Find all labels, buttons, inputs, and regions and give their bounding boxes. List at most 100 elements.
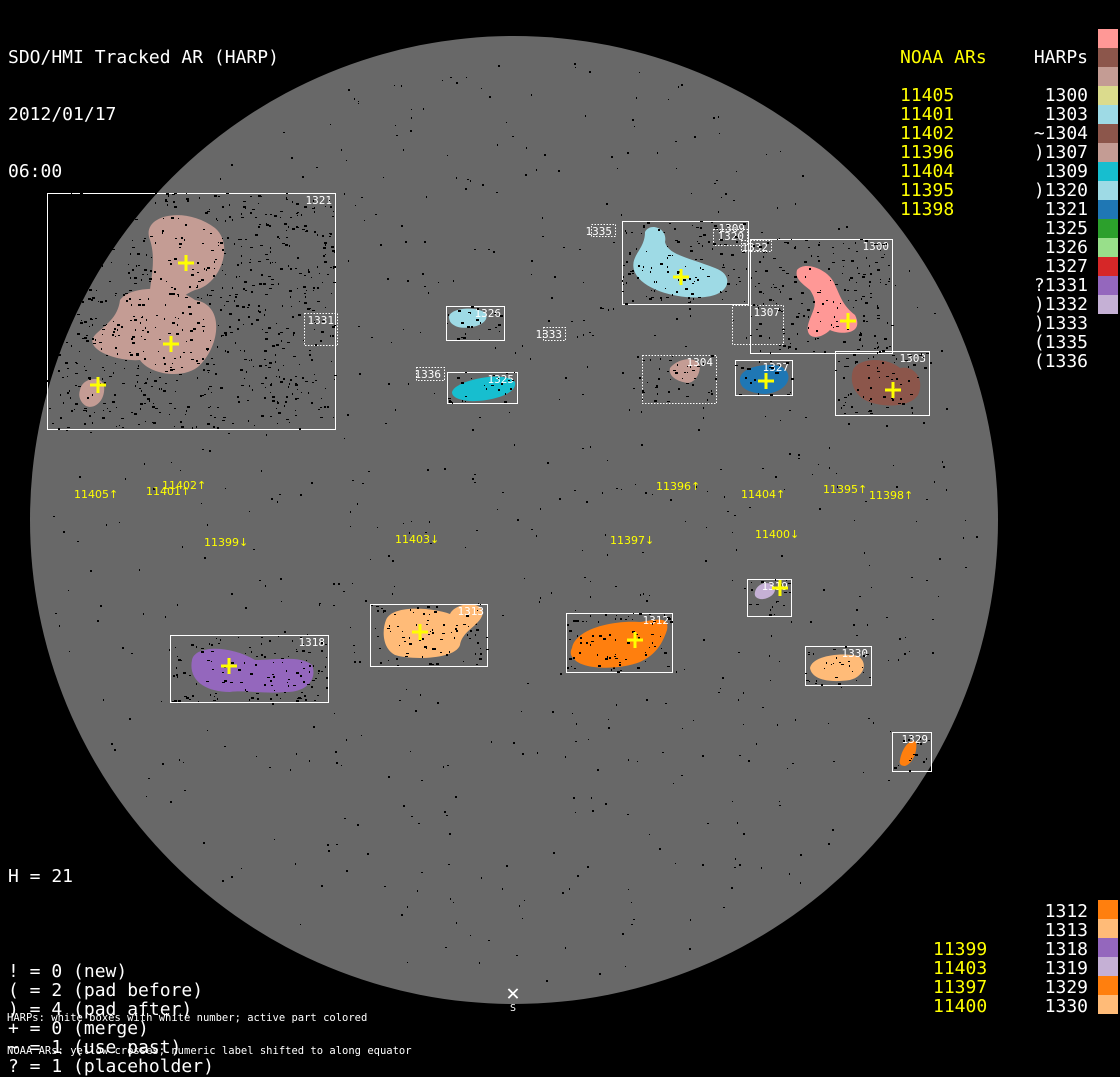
harps-header: HARPs <box>1033 47 1088 68</box>
noaa-cross-icon <box>673 269 689 285</box>
stats-line: ! = 0 (new) <box>8 961 128 982</box>
noaa-header: NOAA ARs <box>900 47 987 68</box>
noaa-cross-icon <box>178 255 194 271</box>
harp-box-label: 1326 <box>475 307 502 320</box>
harp-count: H = 21 <box>8 866 74 887</box>
noaa-equator-label: 11396↑ <box>656 480 700 493</box>
harp-box-label: 1327 <box>763 361 790 374</box>
harp-active-area <box>851 359 921 406</box>
noaa-legend-item <box>933 921 987 940</box>
harp-color-swatch <box>1098 900 1118 919</box>
harp-color-swatch <box>1098 257 1118 276</box>
harp-swatches-bottom <box>1098 900 1118 1014</box>
noaa-equator-label: 11400↓ <box>755 528 799 541</box>
harp-box-label: 1336 <box>415 368 442 381</box>
harp-box-label: 1309 <box>719 222 746 235</box>
noaa-legend-item: 11402 <box>900 123 955 144</box>
harp-region-1313[interactable]: 1313 <box>370 604 488 667</box>
harp-box-label: 1303 <box>900 352 927 365</box>
harp-box-label: 1330 <box>842 647 869 660</box>
harp-legend-item: 1327 <box>1044 256 1088 277</box>
harp-legend-item: )1320 <box>1033 180 1088 201</box>
noaa-cross-icon <box>772 580 788 596</box>
harp-legend-item: (1336 <box>1033 351 1088 372</box>
harp-legend-item: (1335 <box>1033 332 1088 353</box>
harp-region-1331[interactable]: 1331 <box>304 313 338 346</box>
harp-region-1309[interactable]: 1309 <box>622 221 749 305</box>
harp-legend-item: )1333 <box>1033 313 1088 334</box>
noaa-legend-item: 11397 <box>933 977 988 998</box>
harp-box <box>713 229 748 246</box>
harp-active-area <box>810 654 864 682</box>
harp-color-swatch <box>1098 957 1118 976</box>
noaa-equator-label: 11395↑ <box>823 483 867 496</box>
harp-box-label: 1321 <box>306 194 333 207</box>
harp-box-label: 1331 <box>308 314 335 327</box>
harp-legend-item: 1309 <box>1044 161 1088 182</box>
harp-color-swatch <box>1098 48 1118 67</box>
date: 2012/01/17 <box>8 104 117 125</box>
noaa-legend-item: 11400 <box>933 996 988 1017</box>
sunspot-speckles <box>53 63 978 982</box>
harp-box <box>622 221 749 305</box>
harp-region-1300[interactable]: 1300 <box>750 239 893 354</box>
footer-noaa-note: NOAA ARs: yellow crosses; numeric label … <box>7 1045 412 1057</box>
harp-color-swatch <box>1098 919 1118 938</box>
harp-active-area <box>754 583 776 600</box>
harp-region-1312[interactable]: 1312 <box>566 613 673 673</box>
harp-color-swatch <box>1098 29 1118 48</box>
stats-line: ( = 2 (pad before) <box>8 980 204 1001</box>
harp-box <box>892 732 932 772</box>
harp-color-swatch <box>1098 238 1118 257</box>
harp-box <box>370 604 488 667</box>
noaa-legend-item: 11403 <box>933 958 988 979</box>
noaa-equator-label: 11401↑ <box>146 485 190 498</box>
harp-region-1332[interactable]: 1332 <box>741 240 772 255</box>
harp-active-area <box>796 265 858 337</box>
harp-box-label: 1332 <box>742 241 769 254</box>
harp-region-1336[interactable]: 1336 <box>415 367 445 382</box>
harp-swatches-top <box>1098 29 1118 314</box>
harp-box-label: 1333 <box>536 328 563 341</box>
noaa-cross-icon <box>758 373 774 389</box>
harp-box-label: 1307 <box>754 306 781 319</box>
harp-color-swatch <box>1098 995 1118 1014</box>
harp-legend-item: )1332 <box>1033 294 1088 315</box>
harp-color-swatch <box>1098 976 1118 995</box>
compass: ✕ S <box>504 983 522 1014</box>
harp-box <box>805 646 872 686</box>
solar-disk <box>30 36 998 1004</box>
noaa-equator-label: 11402↑ <box>162 479 206 492</box>
harp-box-label: 1300 <box>863 240 890 253</box>
harp-legend-item: 1321 <box>1044 199 1088 220</box>
harp-box <box>543 327 566 341</box>
harp-color-swatch <box>1098 938 1118 957</box>
harp-region-1325[interactable]: 1325 <box>447 372 518 404</box>
harp-region-1335[interactable]: 1335 <box>586 224 616 239</box>
harp-color-swatch <box>1098 67 1118 86</box>
noaa-legend-item <box>933 902 987 921</box>
harp-active-area <box>452 376 516 402</box>
harp-region-1318[interactable]: 1318 <box>170 635 329 703</box>
harp-box-label: 1320 <box>718 230 745 243</box>
harp-legend-item: 1318 <box>1044 939 1088 960</box>
harp-legend-item: 1313 <box>1044 920 1088 941</box>
harp-region-1330[interactable]: 1330 <box>805 646 872 686</box>
noaa-cross-icon <box>163 336 179 352</box>
harp-box-label: 1312 <box>643 614 670 627</box>
harp-box-label: 1304 <box>687 356 714 369</box>
harp-region-1326[interactable]: 1326 <box>446 306 505 341</box>
harp-region-1329[interactable]: 1329 <box>892 732 932 772</box>
harp-region-1333[interactable]: 1333 <box>536 327 566 342</box>
harp-box-label: 1318 <box>299 636 326 649</box>
harp-region-1320[interactable]: 1320 <box>713 229 748 246</box>
stats-line: ) = 4 (pad after) <box>8 999 193 1020</box>
harp-legend-item: ?1331 <box>1033 275 1088 296</box>
harp-box <box>747 579 792 617</box>
noaa-equator-label: 11398↑ <box>869 489 913 502</box>
harp-box <box>591 224 616 237</box>
footer-harps-note: HARPs: white boxes with white number; ac… <box>7 1012 368 1024</box>
